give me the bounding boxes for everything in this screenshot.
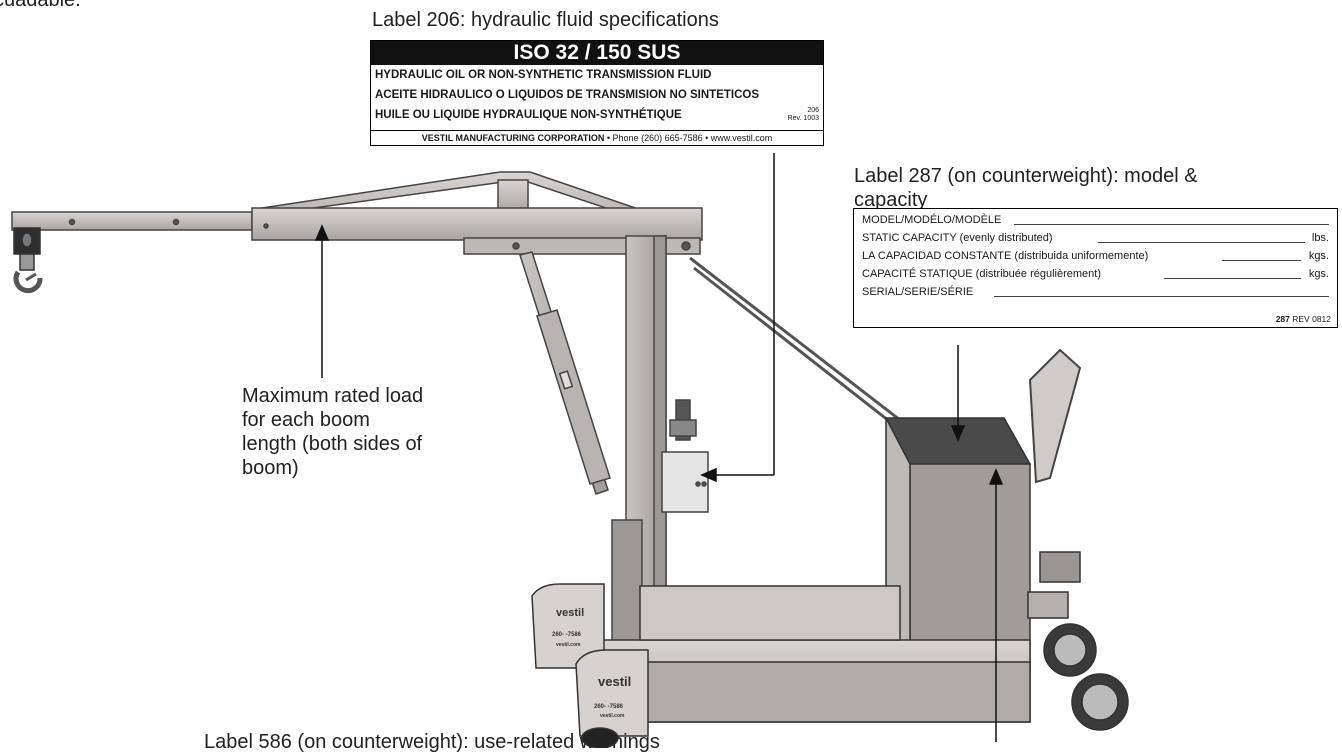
label-206-header: ISO 32 / 150 SUS xyxy=(371,41,823,65)
label-206-footer: VESTIL MANUFACTURING CORPORATION • Phone… xyxy=(371,130,823,145)
svg-text:vestil.com: vestil.com xyxy=(600,713,625,719)
label-206-line-en: HYDRAULIC OIL OR NON-SYNTHETIC TRANSMISS… xyxy=(375,69,712,81)
svg-text:vestil.com: vestil.com xyxy=(556,642,581,648)
label-206-caption: Label 206: hydraulic fluid specification… xyxy=(372,9,719,31)
hydraulic-pump xyxy=(661,399,709,513)
counterweight xyxy=(884,417,1032,675)
label-287-caption: Label 287 (on counterweight): model & ca… xyxy=(854,165,1198,211)
label-287: MODEL/MODÉLO/MODÈLE STATIC CAPACITY (eve… xyxy=(853,208,1338,328)
label-287-code: 287 REV 0812 xyxy=(1275,314,1331,324)
svg-text:260- -7586: 260- -7586 xyxy=(552,632,582,638)
label-206-line-es: ACEITE HIDRAULICO O LIQUIDOS DE TRANSMIS… xyxy=(375,89,759,101)
rear-casters xyxy=(1027,551,1129,731)
label-287-row-capacidad: LA CAPACIDAD CONSTANTE (distribuida unif… xyxy=(862,250,1329,262)
svg-text:260- -7586: 260- -7586 xyxy=(594,704,624,710)
hook xyxy=(13,227,43,294)
hydraulic-cylinder xyxy=(519,251,611,495)
label-287-row-capacite: CAPACITÉ STATIQUE (distribuée régulièrem… xyxy=(862,268,1329,280)
boom xyxy=(11,207,703,255)
label-206: ISO 32 / 150 SUS HYDRAULIC OIL OR NON-SY… xyxy=(370,40,824,146)
callout-arrows xyxy=(314,153,1004,742)
svg-text:vestil: vestil xyxy=(556,607,584,619)
label-287-row-model: MODEL/MODÉLO/MODÈLE xyxy=(862,211,1329,229)
leg-covers xyxy=(531,583,649,748)
max-load-caption: Maximum rated load for each boom length … xyxy=(242,385,424,479)
cut-off-caption: cuadable. xyxy=(0,0,81,11)
label-206-line-fr: HUILE OU LIQUIDE HYDRAULIQUE NON-SYNTHÉT… xyxy=(375,109,682,121)
label-287-row-static-capacity: STATIC CAPACITY (evenly distributed) lbs… xyxy=(862,232,1329,244)
base-frame xyxy=(595,585,1031,723)
label-287-row-serial: SERIAL/SERIE/SÉRIE xyxy=(862,283,1329,301)
label-206-revision: 206 Rev. 1003 xyxy=(787,107,819,122)
label-586-caption: Label 586 (on counterweight): use-relate… xyxy=(204,731,660,753)
svg-text:vestil: vestil xyxy=(598,674,631,689)
push-handle xyxy=(1028,348,1082,484)
